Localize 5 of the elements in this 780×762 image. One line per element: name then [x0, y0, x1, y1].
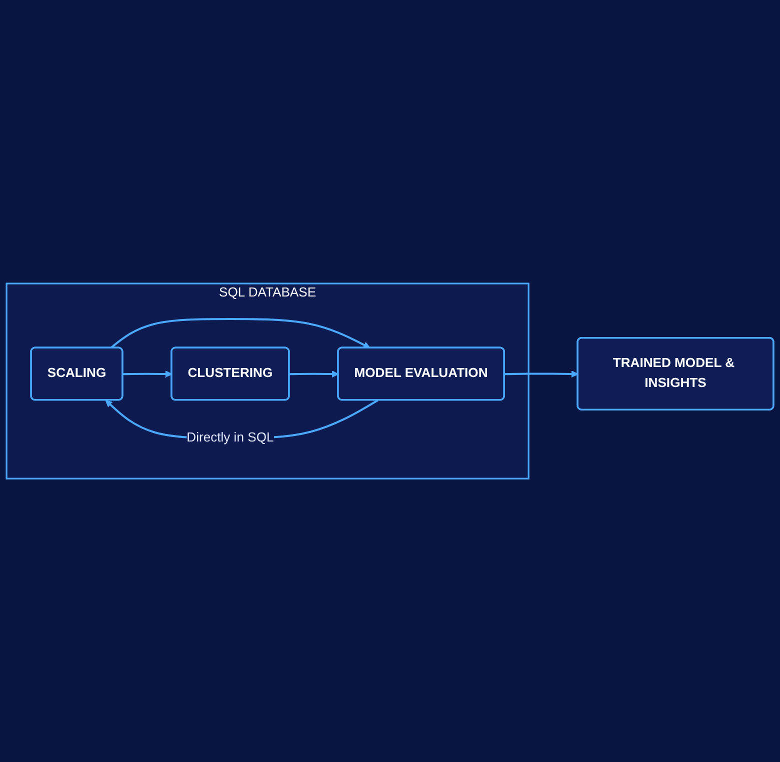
arrow: [110, 318, 370, 349]
edge-label: Directly in SQL: [186, 430, 274, 445]
arrow: [504, 370, 578, 378]
arrow: [289, 370, 339, 378]
arrow: [122, 370, 172, 378]
